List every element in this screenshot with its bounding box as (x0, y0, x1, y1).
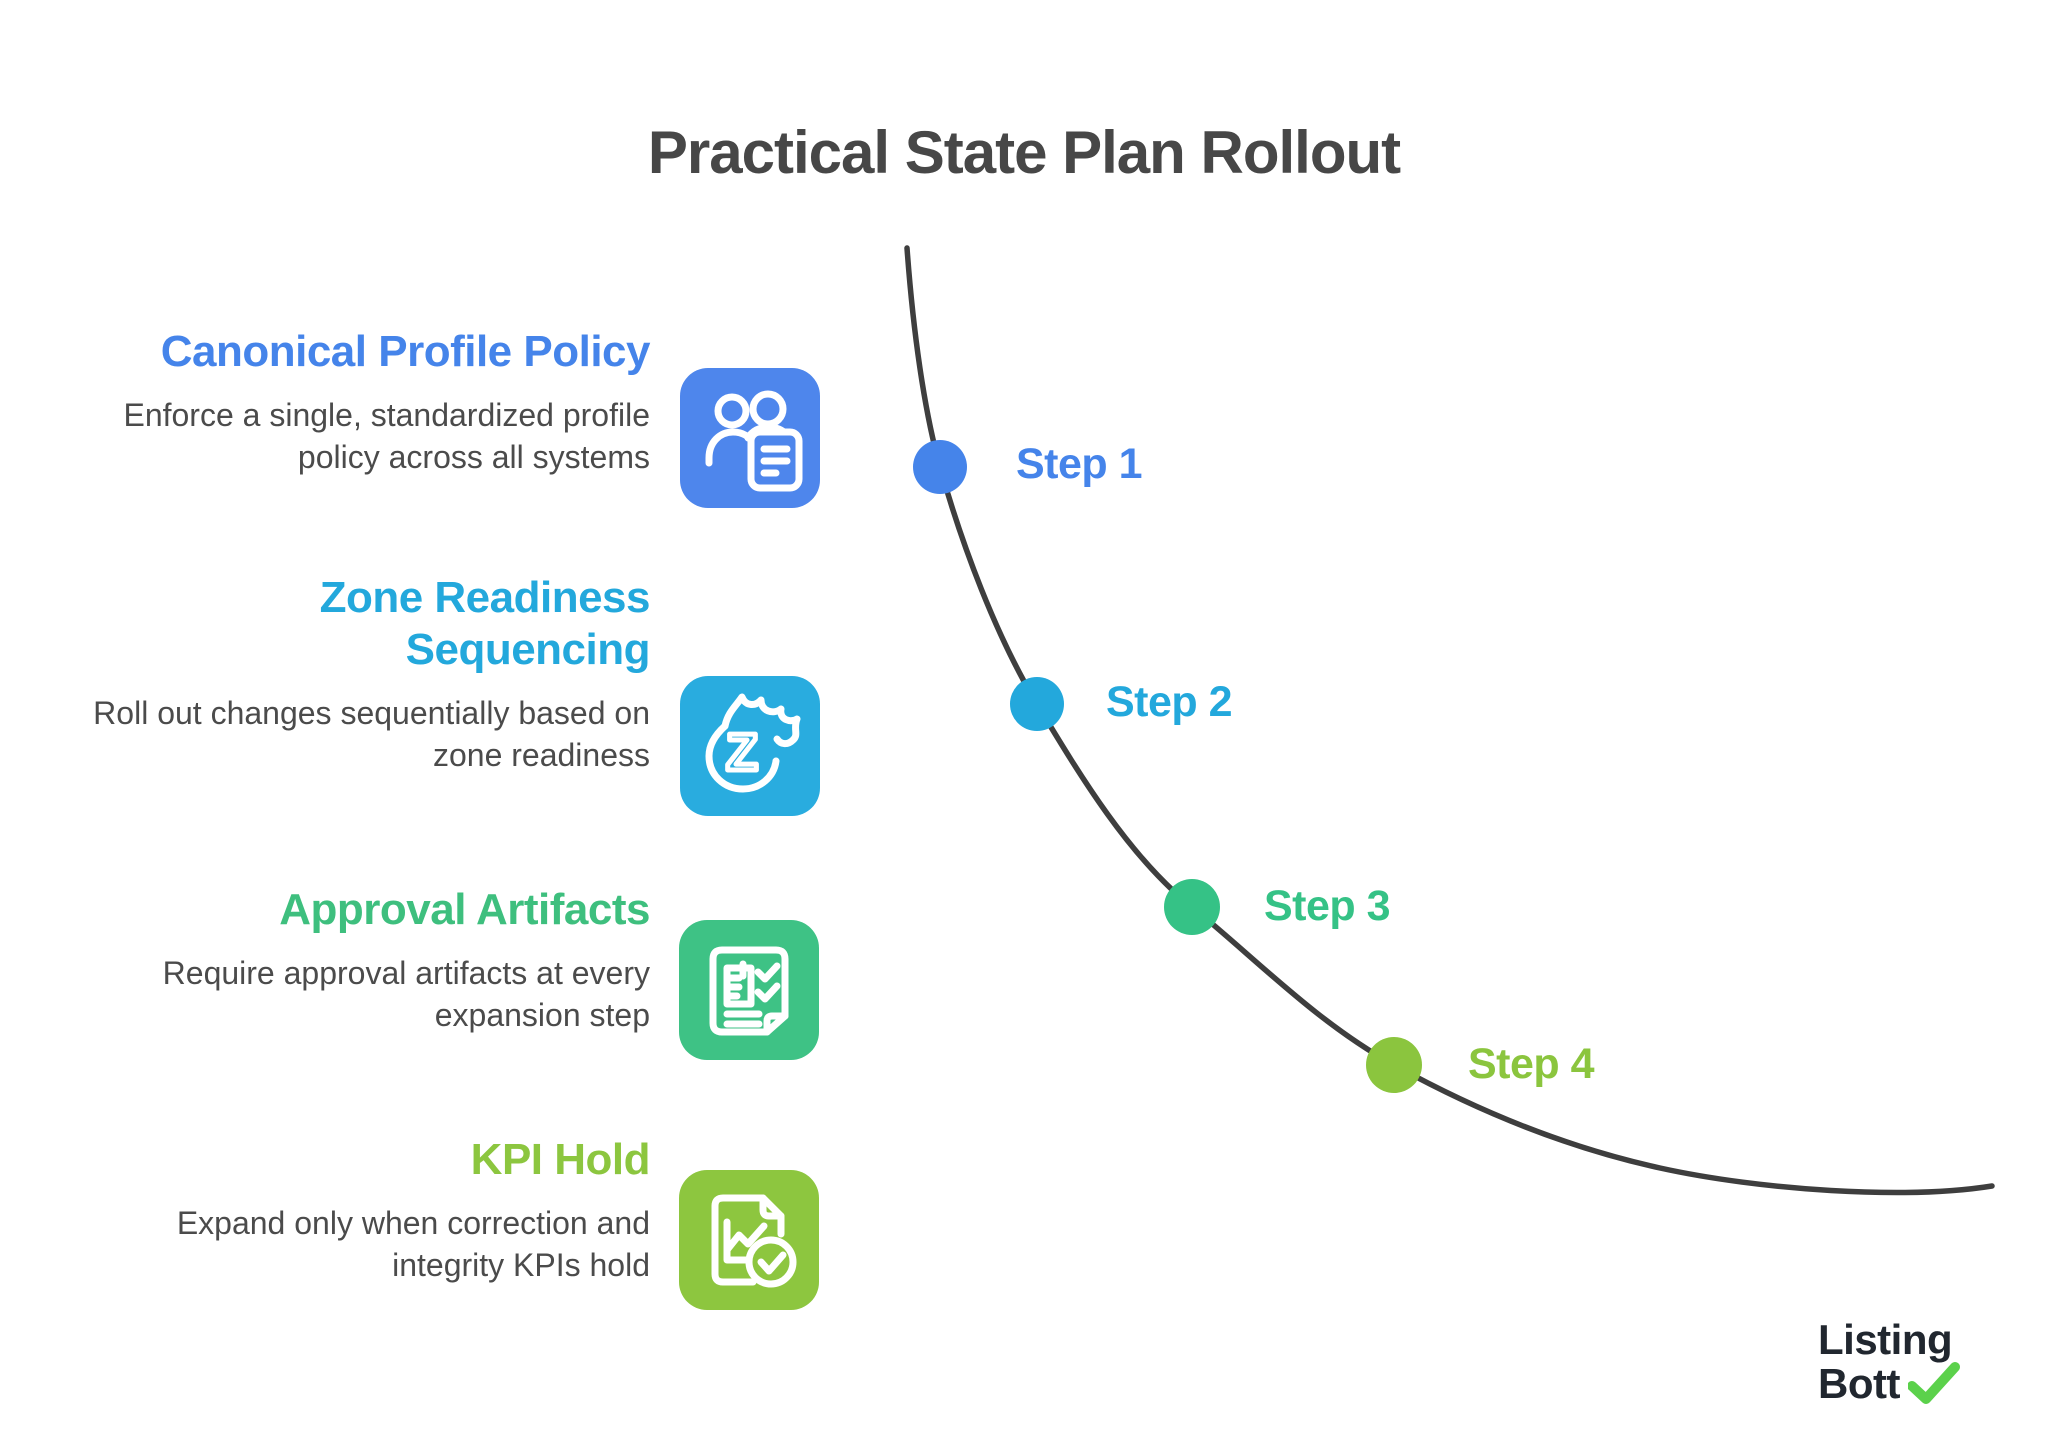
approved-checklist-document-icon (679, 920, 819, 1060)
feature-description: Expand only when correction and integrit… (176, 1204, 650, 1284)
step-2-label: Step 2 (1106, 678, 1233, 726)
flame-z-icon: Z (680, 676, 820, 816)
feature-approval-artifacts: Approval Artifacts Require approval arti… (80, 884, 651, 1036)
users-profile-document-icon (680, 368, 820, 508)
step-1-label: Step 1 (1016, 440, 1143, 488)
svg-text:Z: Z (726, 724, 758, 782)
step-3-dot (1164, 879, 1220, 935)
curve-path (904, 245, 1995, 1196)
feature-title: KPI Hold (470, 1135, 651, 1184)
feature-description: Roll out changes sequentially based on z… (93, 694, 650, 774)
feature-kpi-hold: KPI Hold Expand only when correction and… (80, 1134, 651, 1286)
step-1-dot (913, 440, 967, 494)
step-3-label: Step 3 (1264, 882, 1391, 930)
feature-title: Approval Artifacts (279, 885, 650, 934)
page-title: Practical State Plan Rollout (647, 119, 1401, 186)
kpi-chart-check-document-icon (679, 1170, 819, 1310)
feature-zone-readiness-sequencing: Zone Readiness Sequencing Roll out chang… (80, 572, 650, 776)
logo-checkmark-icon (1907, 1362, 1960, 1404)
feature-title: Canonical Profile Policy (160, 327, 651, 376)
logo-line1: Listing (1818, 1316, 1953, 1363)
feature-description: Require approval artifacts at every expa… (162, 954, 650, 1034)
feature-title: Zone Readiness Sequencing (319, 573, 651, 674)
step-4-dot (1366, 1037, 1422, 1093)
feature-description: Enforce a single, standardized profile p… (123, 396, 650, 476)
step-2-dot (1010, 677, 1064, 731)
step-4-label: Step 4 (1468, 1040, 1595, 1088)
feature-canonical-profile-policy: Canonical Profile Policy Enforce a singl… (80, 326, 650, 478)
logo-line2: Bott (1818, 1360, 1900, 1407)
listingbott-logo: Listing Bott (1818, 1318, 1960, 1406)
